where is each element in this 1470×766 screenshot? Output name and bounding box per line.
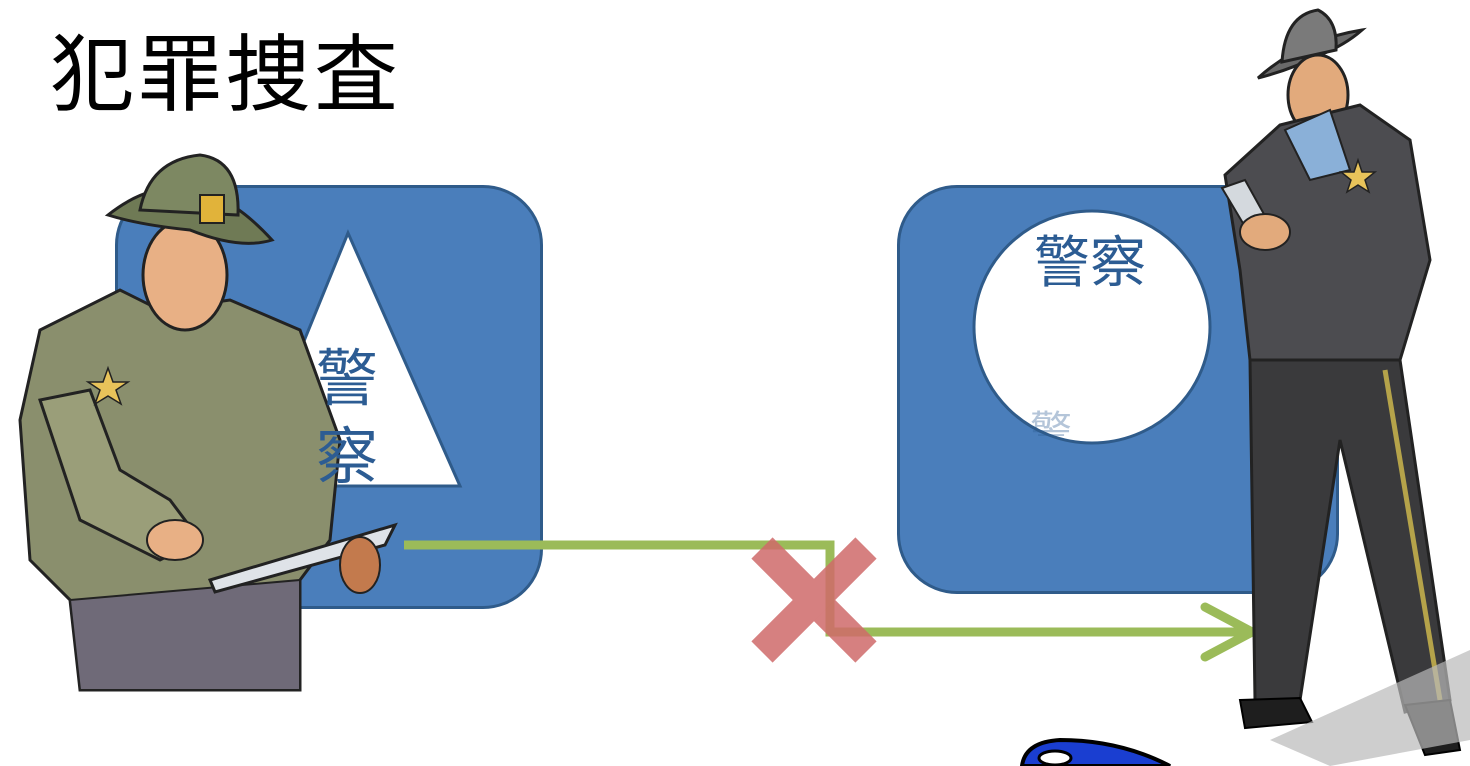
triangle-label: 警 察 <box>312 340 382 496</box>
circle-label: 警察 <box>1034 231 1146 296</box>
triangle-label-char-1: 警 <box>315 342 378 415</box>
page-title: 犯罪捜査 <box>50 26 403 124</box>
circle-shape <box>972 209 1212 445</box>
circle-faded-label: 警察 <box>1030 407 1093 438</box>
triangle-label-char-2: 察 <box>315 420 378 493</box>
cross-icon <box>751 537 877 663</box>
arrow-head-icon <box>1200 602 1257 662</box>
badge-icon <box>1019 737 1171 766</box>
right-officer-icon <box>1220 8 1470 766</box>
left-officer-icon <box>18 153 398 692</box>
